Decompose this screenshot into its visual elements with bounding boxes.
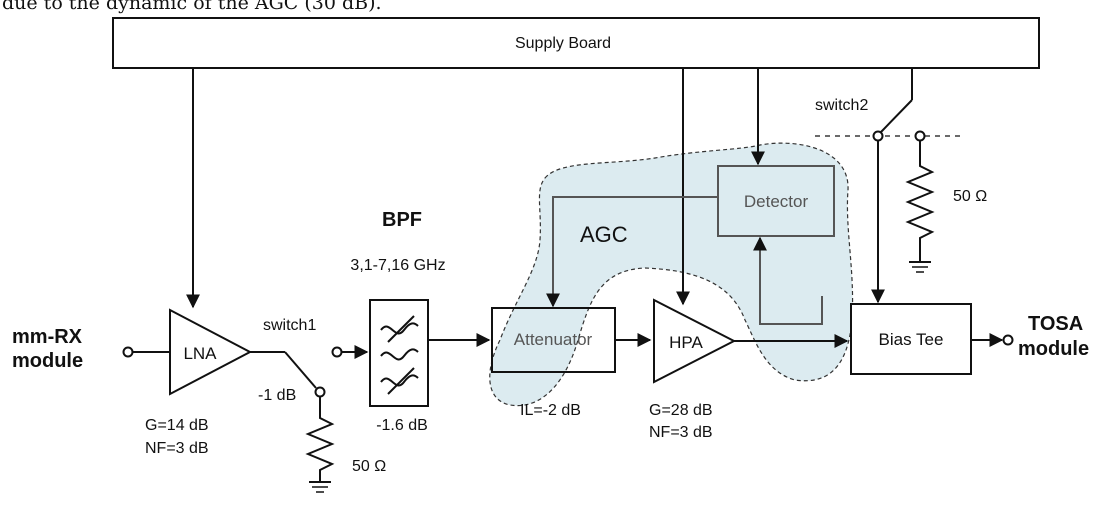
switch2-load-resistor: [905, 141, 935, 262]
switch2-label: switch2: [815, 97, 868, 114]
bias-tee-label: Bias Tee: [879, 330, 944, 349]
hpa-label: HPA: [669, 333, 703, 352]
switch2-blade: [880, 99, 913, 133]
hpa-nf: NF=3 dB: [649, 424, 713, 441]
bpf-wave-icon-top: [380, 322, 419, 335]
bias-tee-box: [850, 303, 972, 375]
bpf-title: BPF: [382, 209, 422, 231]
detector-box: [717, 165, 835, 237]
switch1-loss: -1 dB: [258, 387, 296, 404]
switch1-blade: [284, 351, 317, 389]
wire-detector-attenuator: [546, 196, 718, 308]
output-module-line2: module: [1018, 338, 1089, 360]
switch2-contact-supply: [872, 130, 884, 142]
switch2-contact-load: [914, 130, 926, 142]
lna-gain: G=14 dB: [145, 417, 209, 434]
output-module-line1: TOSA: [1028, 313, 1083, 335]
switch1-load-value: 50 Ω: [352, 458, 386, 475]
switch1-load-resistor: [305, 396, 335, 482]
lna-label: LNA: [183, 344, 217, 363]
switch1-contact-through: [331, 346, 343, 358]
agc-label: AGC: [580, 222, 628, 247]
input-module-line2: module: [12, 350, 83, 372]
output-port: [1002, 334, 1014, 346]
switch1-contact-load: [314, 386, 326, 398]
bpf-wave-icon-bot: [380, 374, 419, 387]
bpf-box: [369, 299, 429, 407]
switch2-load-value: 50 Ω: [953, 188, 987, 205]
attenuator-il: IL=-2 dB: [520, 402, 581, 419]
detector-label: Detector: [744, 192, 809, 211]
wire-coupler-detector: [753, 236, 823, 325]
switch1-label: switch1: [263, 317, 316, 334]
hpa-gain: G=28 dB: [649, 402, 713, 419]
bpf-loss: -1.6 dB: [376, 417, 428, 434]
attenuator-label: Attenuator: [514, 330, 593, 349]
bpf-slash-top: [387, 315, 415, 343]
supply-board-box: [112, 17, 1040, 69]
lna-nf: NF=3 dB: [145, 440, 209, 457]
caption-text: due to the dynamic of the AGC (30 dB).: [2, 0, 382, 14]
bpf-wave-icon-mid: [380, 348, 419, 361]
input-port: [122, 346, 134, 358]
bpf-slash-bot: [387, 367, 415, 395]
hpa-amplifier: [653, 298, 737, 384]
supply-board-label: Supply Board: [515, 35, 611, 52]
lna-amplifier: [169, 308, 253, 396]
bpf-band: 3,1-7,16 GHz: [350, 257, 445, 274]
input-module-line1: mm-RX: [12, 326, 83, 348]
